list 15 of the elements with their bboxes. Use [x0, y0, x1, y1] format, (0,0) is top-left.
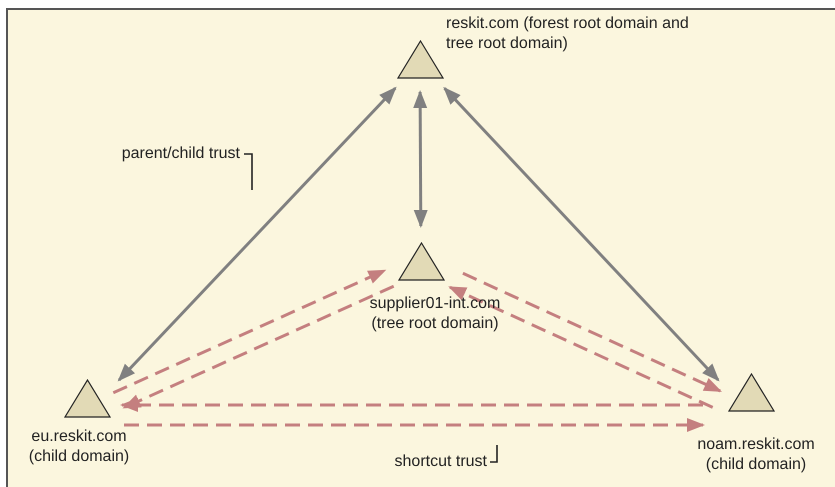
arrow: [118, 86, 397, 382]
trust-label: shortcut trust: [394, 452, 487, 472]
dashed-arrow: [122, 284, 394, 409]
domain-label: eu.reskit.com (child domain): [28, 427, 130, 467]
arrow: [413, 90, 428, 228]
dashed-arrow: [112, 269, 386, 394]
domain-label: supplier01-int.com (tree root domain): [368, 294, 502, 334]
trust-label: parent/child trust: [120, 144, 240, 164]
dashed-arrow: [448, 286, 714, 409]
dashed-arrow: [462, 272, 722, 392]
dashed-arrow: [124, 418, 705, 432]
arrow: [443, 86, 720, 382]
domain-label: noam.reskit.com (child domain): [696, 435, 816, 475]
dashed-arrow: [120, 398, 703, 412]
domain-label: reskit.com (forest root domain and tree root domain): [446, 14, 690, 54]
